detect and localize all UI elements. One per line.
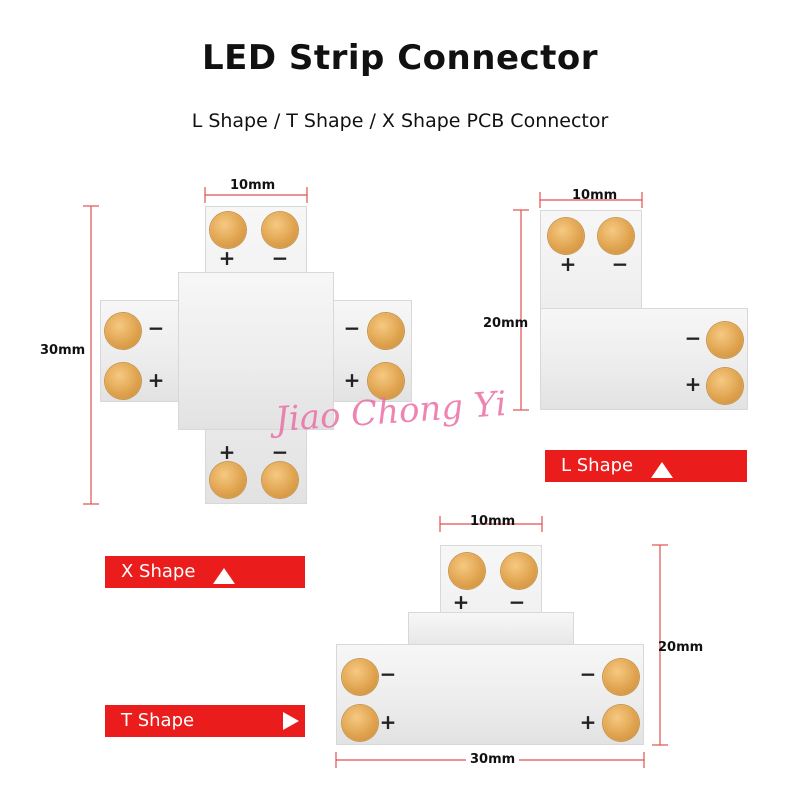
t-shape-banner: T Shape (105, 705, 305, 737)
x-right-pad-minus (368, 313, 404, 349)
x-right-minus-sign: − (343, 316, 361, 340)
t-top-minus-sign: − (508, 590, 526, 614)
page-title: LED Strip Connector (201, 38, 599, 78)
t-right-pad-plus (603, 705, 639, 741)
triangle-right-icon (283, 712, 299, 730)
t-right-plus-sign: + (579, 710, 597, 734)
x-left-pad-minus (105, 313, 141, 349)
l-right-pad-minus (707, 322, 743, 358)
t-left-plus-sign: + (379, 710, 397, 734)
l-right-minus-sign: − (684, 326, 702, 350)
x-top-pad-minus (262, 212, 298, 248)
l-top-pad-plus (548, 218, 584, 254)
t-shape-bottom-width-dimension: 30mm (466, 752, 520, 767)
x-right-plus-sign: + (343, 368, 361, 392)
x-top-pad-plus (210, 212, 246, 248)
t-left-minus-sign: − (379, 662, 397, 686)
l-right-pad-plus (707, 368, 743, 404)
triangle-up-icon (213, 568, 235, 584)
l-shape-width-dimension: 10mm (572, 188, 618, 203)
x-left-plus-sign: + (147, 368, 165, 392)
x-left-minus-sign: − (147, 316, 165, 340)
x-top-plus-sign: + (218, 246, 236, 270)
x-bottom-pad-minus (262, 462, 298, 498)
l-top-plus-sign: + (559, 252, 577, 276)
x-bottom-pad-plus (210, 462, 246, 498)
l-top-pad-minus (598, 218, 634, 254)
x-shape-label: X Shape (121, 561, 196, 582)
l-right-plus-sign: + (684, 372, 702, 396)
x-top-minus-sign: − (271, 246, 289, 270)
x-bottom-minus-sign: − (271, 440, 289, 464)
l-shape-height-dimension: 20mm (483, 316, 529, 331)
x-right-pad-plus (368, 363, 404, 399)
l-shape-label: L Shape (561, 455, 634, 476)
triangle-up-icon (651, 462, 673, 478)
t-right-pad-minus (603, 659, 639, 695)
x-shape-banner: X Shape (105, 556, 305, 588)
x-shape-width-dimension: 10mm (230, 178, 276, 193)
t-shape-label: T Shape (121, 710, 195, 731)
t-shape-height-dimension: 20mm (658, 640, 704, 655)
t-top-pad-plus (449, 553, 485, 589)
l-top-minus-sign: − (611, 252, 629, 276)
t-left-pad-minus (342, 659, 378, 695)
t-left-pad-plus (342, 705, 378, 741)
page-subtitle: L Shape / T Shape / X Shape PCB Connecto… (191, 110, 609, 132)
t-right-minus-sign: − (579, 662, 597, 686)
t-shape-top-width-dimension: 10mm (470, 514, 516, 529)
x-shape-height-dimension: 30mm (40, 343, 86, 358)
x-bottom-plus-sign: + (218, 440, 236, 464)
t-top-pad-minus (501, 553, 537, 589)
t-top-plus-sign: + (452, 590, 470, 614)
l-shape-banner: L Shape (545, 450, 747, 482)
x-left-pad-plus (105, 363, 141, 399)
